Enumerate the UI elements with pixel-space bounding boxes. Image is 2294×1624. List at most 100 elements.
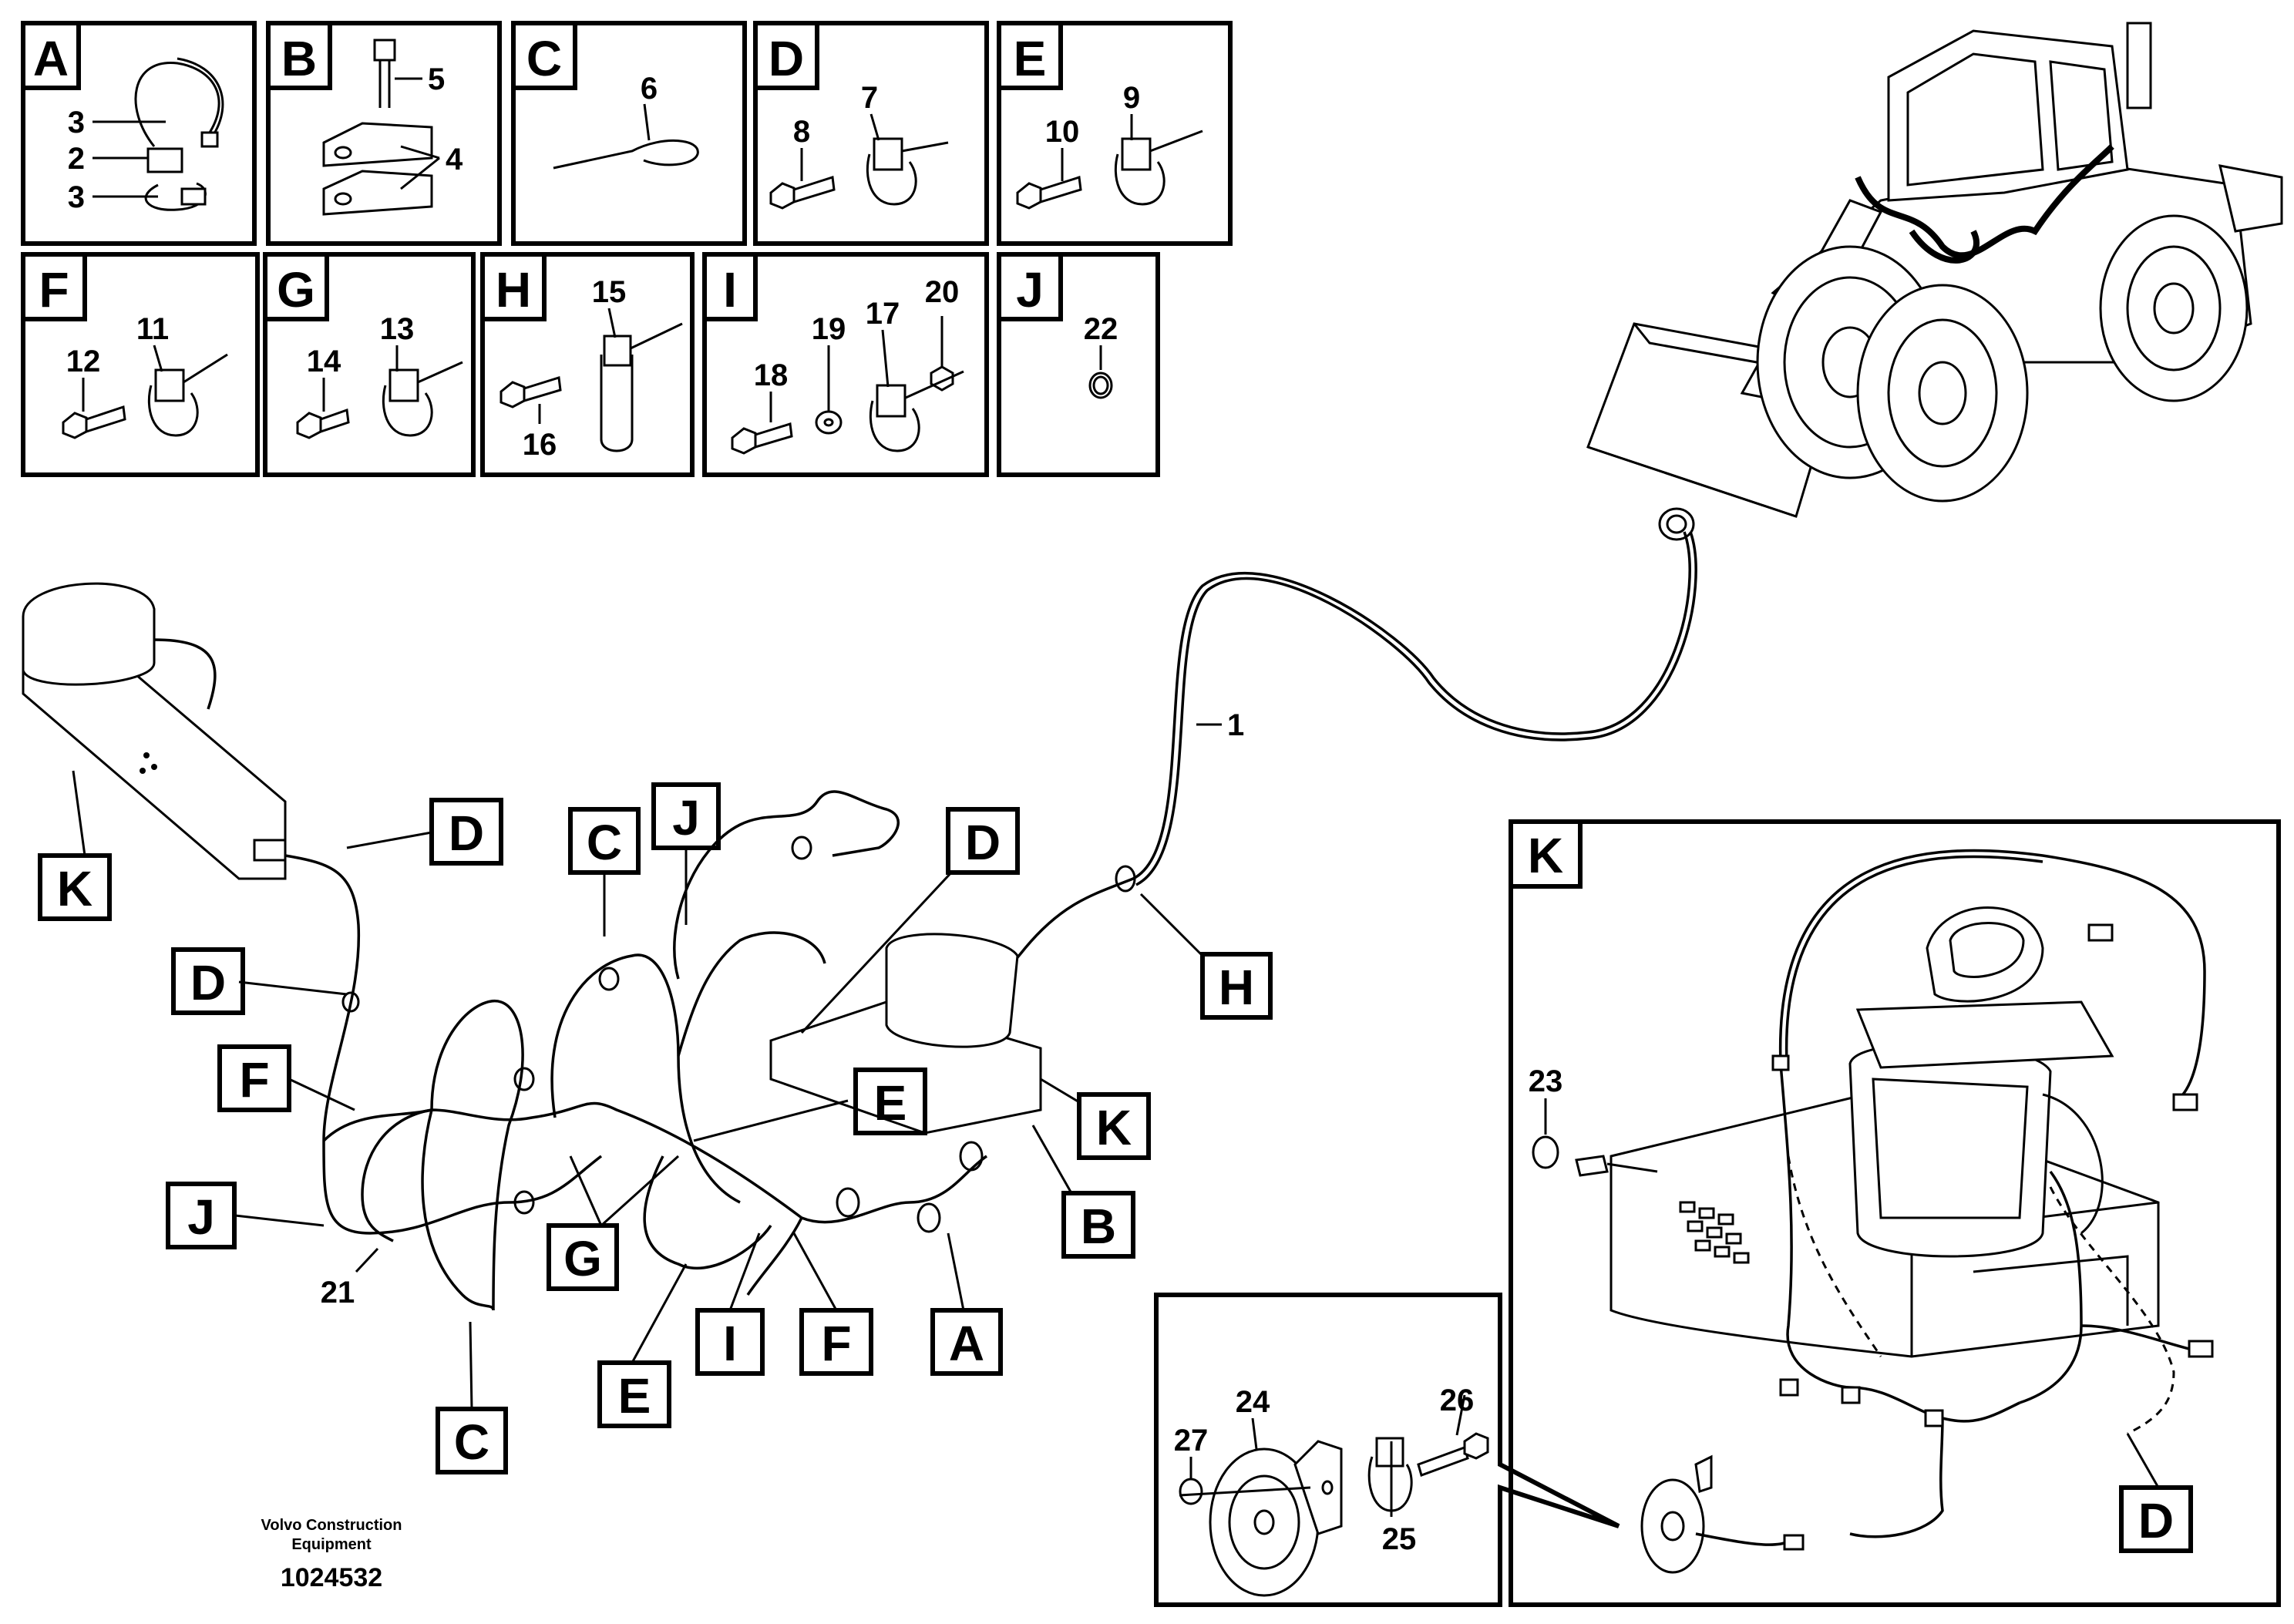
- main-part-number: 1: [1227, 708, 1244, 742]
- panel-f-part-2: 11: [136, 312, 169, 346]
- callout-j-1-label: J: [672, 790, 700, 846]
- washer: [815, 410, 843, 435]
- detail-k-box: K 23: [1509, 819, 2281, 1607]
- detail-k-d-letter: D: [2138, 1493, 2174, 1548]
- callout-k-left-label: K: [57, 861, 92, 916]
- harness-clamps: [341, 836, 1136, 1233]
- harness-location: [1855, 144, 2114, 259]
- panel-d-letter: D: [769, 31, 804, 86]
- panel-d-part-2: 7: [861, 81, 878, 115]
- detail-work-light-lower: [1848, 1043, 2052, 1258]
- callout-k-right: K: [1040, 1078, 1151, 1160]
- panel-f-letter: F: [39, 262, 69, 318]
- cable-tie: [553, 139, 699, 170]
- callout-d-3-label: D: [965, 815, 1001, 870]
- cable-clamp-open: [134, 62, 220, 147]
- callout-j-2: J: [166, 1182, 325, 1249]
- callout-h-label: H: [1219, 960, 1254, 1015]
- callout-d-2-label: D: [190, 955, 226, 1010]
- light-bracket: [22, 669, 287, 880]
- callout-k-left: K: [38, 770, 112, 921]
- detail-k-part: 23: [1529, 1064, 1563, 1098]
- callout-e-1-label: E: [874, 1075, 907, 1131]
- callout-d-2: D: [171, 947, 348, 1015]
- clamp-block: [146, 147, 183, 173]
- panel-h-part-2: 16: [523, 428, 557, 462]
- callout-e-2-label: E: [618, 1368, 651, 1424]
- callout-f-2: F: [792, 1232, 873, 1376]
- panel-a-part-3: 3: [68, 180, 85, 214]
- rear-wheel: [2099, 214, 2249, 402]
- callout-e-1: E: [693, 1068, 927, 1142]
- callout-d-1-label: D: [449, 805, 484, 861]
- u-clamp: [600, 355, 634, 452]
- work-light: [22, 582, 156, 686]
- callout-k-right-label: K: [1096, 1100, 1132, 1155]
- panel-e-part-1: 10: [1045, 115, 1080, 149]
- horn-bracket: [1293, 1440, 1343, 1535]
- horn-part-3: 26: [1440, 1384, 1475, 1417]
- callout-f-2-label: F: [821, 1316, 851, 1371]
- panel-a-letter: A: [33, 31, 69, 86]
- callout-e-2: E: [597, 1263, 688, 1428]
- connector: [2188, 1340, 2214, 1358]
- detail-work-light-upper: [1926, 906, 2044, 1003]
- callout-j-2-label: J: [187, 1189, 215, 1245]
- harness-cable: [955, 531, 1691, 1004]
- panel-b: B 5 4: [266, 21, 502, 246]
- vent-holes: [1679, 1201, 1750, 1264]
- callout-j-1: J: [651, 782, 721, 925]
- panel-i-part-3: 17: [866, 297, 900, 331]
- brand-line-1: Volvo Construction: [261, 1517, 402, 1534]
- callout-c-2-label: C: [454, 1414, 489, 1470]
- horn-small: [1640, 1478, 1705, 1574]
- callout-i-label: I: [723, 1316, 737, 1371]
- panel-g-part-1: 14: [307, 345, 341, 378]
- bolt: [769, 182, 796, 210]
- main-harness: 1: [955, 531, 1697, 1004]
- clamp-half-lower: [322, 170, 433, 216]
- callout-c-1: C: [568, 807, 641, 936]
- footer: Volvo Construction Equipment 1024532: [261, 1517, 402, 1592]
- panel-d-part-1: 8: [793, 115, 810, 149]
- panel-a: A 3 2 3: [21, 21, 257, 246]
- panel-g-part-2: 13: [380, 312, 415, 346]
- connector: [2087, 923, 2114, 942]
- wheel-loader-illustration: [1586, 22, 2283, 541]
- panel-j-letter: J: [1016, 262, 1044, 318]
- callout-a-label: A: [949, 1316, 984, 1371]
- panel-g-letter: G: [277, 262, 315, 318]
- callout-f-1-label: F: [239, 1052, 269, 1108]
- panel-j: J 22: [997, 252, 1160, 477]
- panel-i-letter: I: [723, 262, 737, 318]
- callout-b: B: [1031, 1125, 1135, 1259]
- panel-c-letter: C: [526, 31, 562, 86]
- brand-line-2: Equipment: [291, 1536, 372, 1553]
- panel-b-letter: B: [281, 31, 317, 86]
- panel-e-part-2: 9: [1123, 81, 1140, 115]
- panel-d: D 8 7: [753, 21, 989, 246]
- panel-g: G 14 13: [263, 252, 476, 477]
- horn-part-2: 24: [1236, 1385, 1270, 1419]
- panel-h-letter: H: [496, 262, 531, 318]
- connector: [2172, 1093, 2198, 1111]
- panel-i-part-2: 19: [812, 312, 846, 346]
- left-work-light: [22, 582, 287, 880]
- panel-h: H 15 16: [480, 252, 695, 477]
- drawing-number: 1024532: [281, 1563, 382, 1592]
- callout-g-label: G: [563, 1231, 602, 1286]
- harness-branches: [284, 790, 987, 1311]
- panel-e: E 10 9: [997, 21, 1233, 246]
- horn-detail-box: 27 24 26 25: [1154, 1293, 1620, 1607]
- callout-f-1: F: [217, 1044, 355, 1112]
- panel-a-part-2: 2: [68, 142, 85, 176]
- loader-cab: [1887, 29, 2129, 202]
- callout-c-1-label: C: [587, 815, 622, 870]
- bolt-head: [373, 39, 396, 62]
- panel-f: F 12 11: [21, 252, 260, 477]
- callout-h: H: [1139, 893, 1273, 1020]
- part-21: 21: [321, 1247, 379, 1310]
- panel-e-letter: E: [1014, 31, 1047, 86]
